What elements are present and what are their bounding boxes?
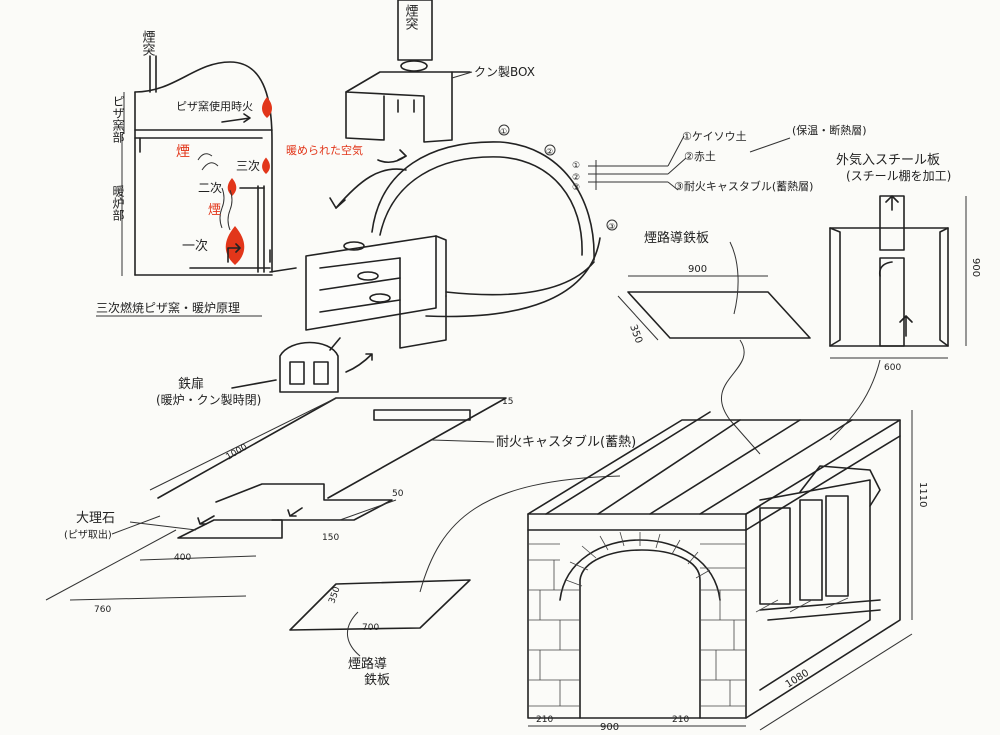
- pizza-fire-label: ピザ窯使用時火: [176, 99, 253, 113]
- plate-bottom-title-1: 煙路導: [348, 656, 387, 672]
- slab-width: 760: [94, 605, 111, 615]
- legend-marker-1: ①: [572, 161, 580, 171]
- plate-bottom-width: 700: [362, 623, 379, 633]
- dome-marker-2: ②: [546, 147, 553, 156]
- principle-chimney-label: 煙突: [140, 30, 156, 56]
- base-right-wall: 210: [672, 715, 689, 725]
- brick-base: 1110 1080 210 900 210: [527, 359, 928, 733]
- plate-bottom-depth: 350: [327, 585, 342, 605]
- side-bricks: [755, 597, 849, 613]
- vent-panel: 900 600 外気入スチール板 (スチール棚を加工): [829, 152, 981, 373]
- steel-plate-top: 900 350 煙路導鉄板: [617, 230, 811, 455]
- slab-label: 耐火キャスタブル(蓄熱): [496, 434, 636, 450]
- secondary-label: 二次: [198, 181, 222, 195]
- front-bricks: [528, 543, 746, 707]
- stove-section-label: 暖炉部: [111, 185, 125, 221]
- dome-marker-1: ①: [500, 127, 507, 136]
- marble-width: 400: [174, 553, 191, 563]
- base-left-wall: 210: [536, 715, 553, 725]
- warmed-air-label: 暖められた空気: [286, 143, 363, 157]
- smoke-box-label: クン製BOX: [474, 65, 535, 79]
- insulation-label: (保温・断熱層): [792, 123, 867, 137]
- base-length: 1080: [784, 668, 811, 691]
- principle-sketch: 煙突 ピザ窯部 暖炉部 ピザ窯使用時火 煙 三次 二次 煙 一次 暖められた空気…: [96, 30, 363, 317]
- marble-label: 大理石: [76, 511, 115, 526]
- vent-title: 外気入スチール板: [836, 152, 940, 168]
- principle-caption: 三次燃焼ピザ窯・暖炉原理: [96, 300, 240, 315]
- chimney-label: 煙突: [403, 4, 419, 30]
- pizza-section-label: ピザ窯部: [111, 95, 125, 143]
- slab-length: 1000: [225, 442, 250, 462]
- secondary-smoke-label: 煙: [208, 203, 221, 218]
- layer-3-label: ③耐火キャスタブル(蓄熱層): [674, 179, 813, 193]
- layer-1-label: ①ケイソウ土: [682, 130, 747, 143]
- hearth-slab: 15 1000 50 150 400 760 耐火キャスタブル(蓄熱) 大理石 …: [45, 397, 636, 615]
- steel-plate-bottom: 350 700 煙路導 鉄板: [289, 475, 621, 688]
- plate-top-width: 900: [688, 264, 707, 275]
- tertiary-label: 三次: [236, 159, 260, 173]
- legend-marker-2: ②: [572, 173, 580, 183]
- slab-mark: 15: [502, 397, 513, 407]
- slab-depth: 150: [322, 533, 339, 543]
- secondary-flame-icon: [227, 178, 237, 196]
- plate-bottom-title-2: 鉄板: [364, 673, 390, 688]
- plate-top-depth: 350: [627, 323, 644, 345]
- iron-door-note: (暖炉・クン製時閉): [156, 393, 261, 407]
- vent-height: 900: [970, 258, 981, 277]
- smoke-label: 煙: [176, 144, 190, 160]
- dome-assembly: 煙突 クン製BOX ① ② ③ ① ② ③ ①ケイソウ土: [156, 0, 867, 407]
- base-height: 1110: [917, 482, 928, 507]
- slab-notch: 50: [392, 489, 404, 499]
- dome-marker-3: ③: [608, 222, 615, 231]
- iron-door-label: 鉄扉: [178, 376, 204, 392]
- arch-bricks: [565, 531, 711, 587]
- legend-marker-3: ③: [572, 183, 580, 193]
- tertiary-flame-icon: [262, 157, 270, 174]
- plate-top-title: 煙路導鉄板: [644, 230, 709, 246]
- base-opening: 900: [600, 722, 619, 731]
- vent-width: 600: [884, 363, 901, 373]
- marble-note: (ピザ取出): [64, 528, 112, 541]
- layer-2-label: ②赤土: [684, 150, 716, 163]
- vent-note: (スチール棚を加工): [846, 168, 951, 183]
- primary-label: 一次: [182, 238, 208, 254]
